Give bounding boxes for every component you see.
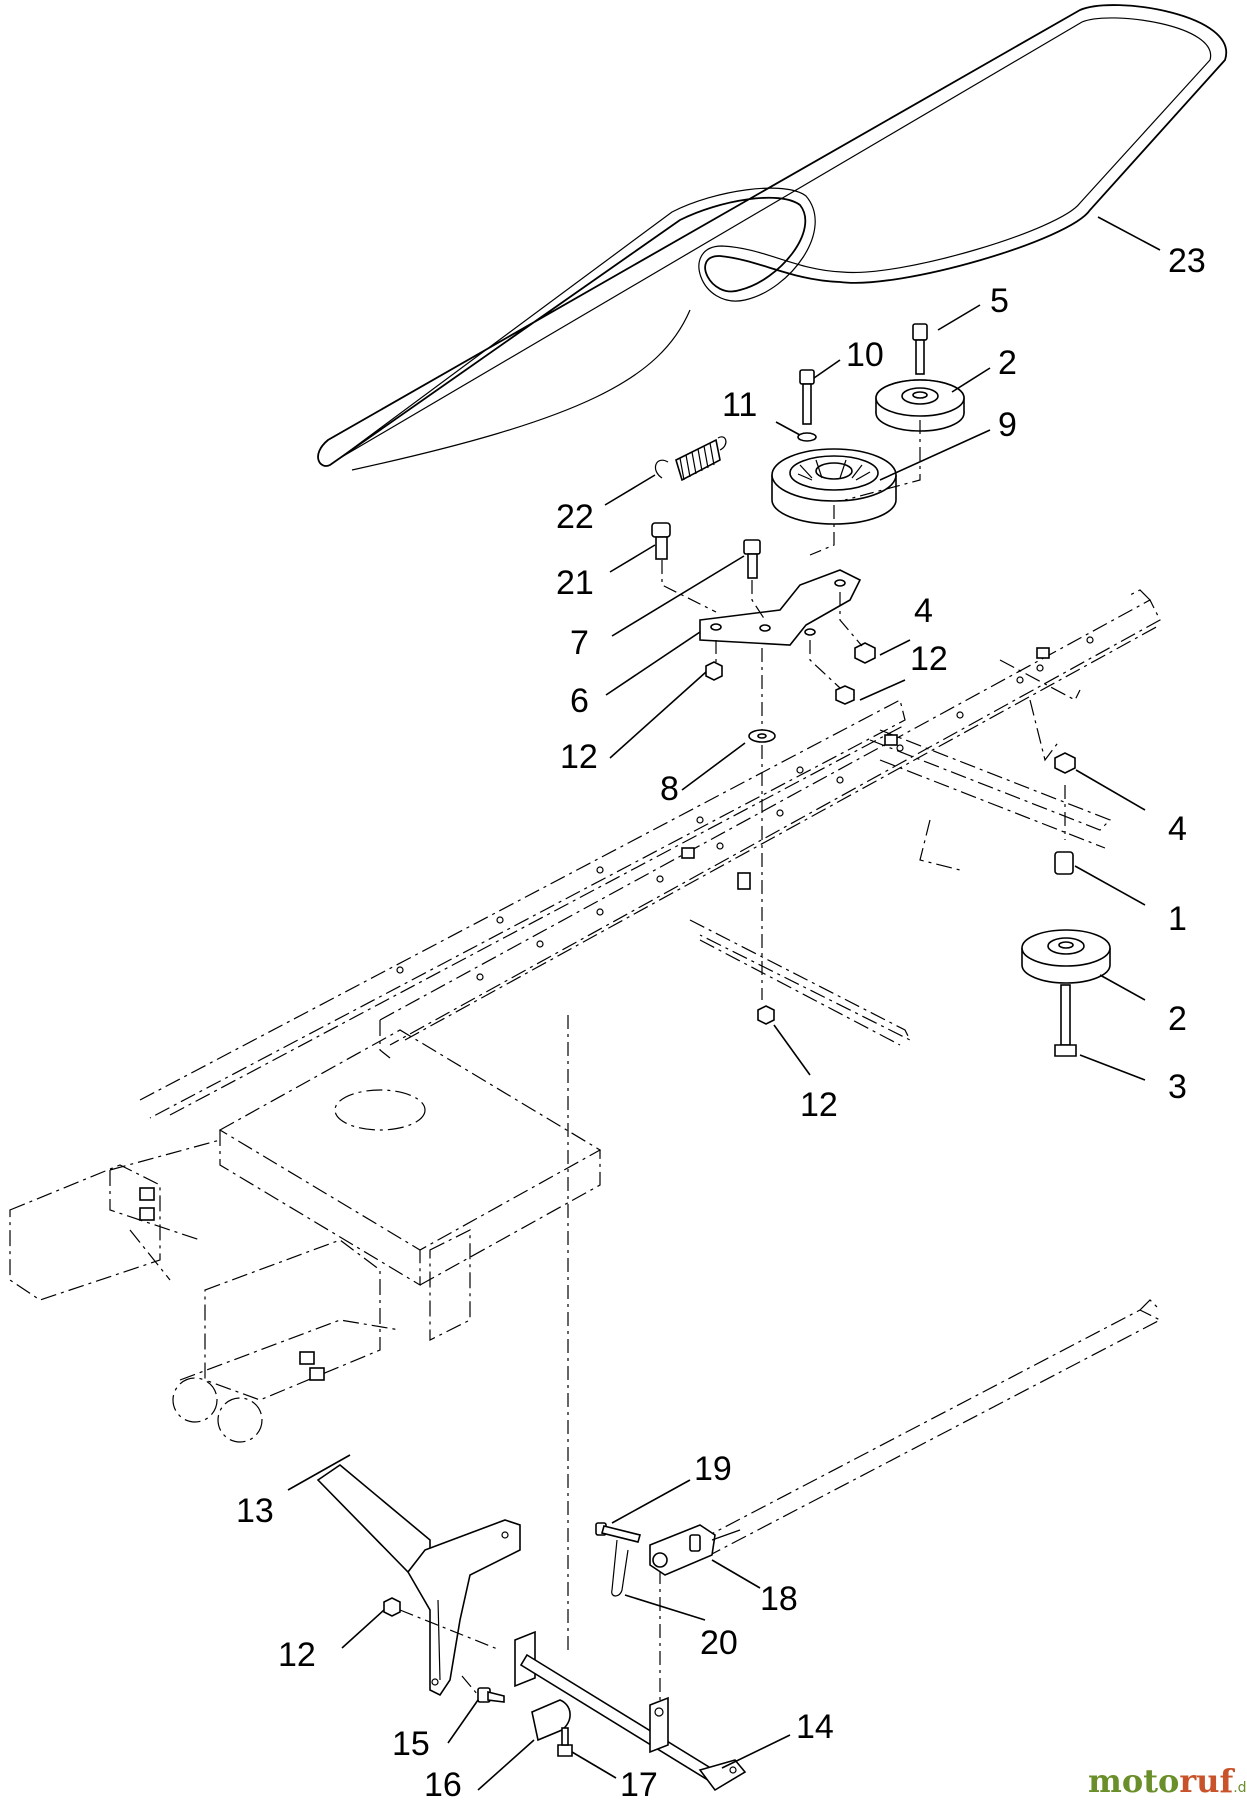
nut-12-bottom bbox=[383, 1597, 501, 1651]
callout-9: 9 bbox=[998, 406, 1017, 444]
callout-23: 23 bbox=[1168, 242, 1206, 280]
nut-12-lower bbox=[757, 1005, 775, 1025]
watermark-ruf: ruf bbox=[1179, 1762, 1235, 1800]
callout-12-left: 12 bbox=[560, 738, 598, 776]
bolt-3 bbox=[1054, 984, 1077, 1057]
pulley-2-lower bbox=[1021, 929, 1111, 984]
bolt-7 bbox=[743, 539, 761, 579]
clevis-pin-19 bbox=[595, 1522, 641, 1543]
spring-22 bbox=[654, 436, 727, 482]
cross-shaft-14 bbox=[514, 1630, 747, 1792]
callout-2-upper: 2 bbox=[998, 344, 1017, 382]
nut-12-right bbox=[835, 685, 855, 705]
pulley-9 bbox=[771, 448, 897, 525]
callout-12-lower: 12 bbox=[800, 1086, 838, 1124]
idler-bracket-6 bbox=[699, 569, 862, 646]
pulley-2-upper bbox=[875, 379, 965, 432]
bolt-17 bbox=[557, 1727, 573, 1757]
callout-7: 7 bbox=[570, 624, 589, 662]
callout-2-lower: 2 bbox=[1168, 1000, 1187, 1038]
callout-4-lower: 4 bbox=[1168, 810, 1187, 848]
nut-4-upper bbox=[854, 642, 876, 664]
callout-20: 20 bbox=[700, 1624, 738, 1662]
washer-8 bbox=[748, 729, 776, 743]
leader-lines bbox=[287, 216, 1161, 1791]
spacer-1 bbox=[1054, 851, 1074, 875]
callout-21: 21 bbox=[556, 564, 594, 602]
callout-3: 3 bbox=[1168, 1068, 1187, 1106]
callout-14: 14 bbox=[796, 1708, 834, 1746]
watermark-moto: moto bbox=[1088, 1762, 1179, 1800]
nut-4-lower bbox=[1054, 752, 1076, 774]
callout-6: 6 bbox=[570, 682, 589, 720]
callout-12-bottom: 12 bbox=[278, 1636, 316, 1674]
drive-belt bbox=[317, 4, 1228, 471]
svg-text:motoruf.de: motoruf.de bbox=[1088, 1762, 1247, 1800]
callout-18: 18 bbox=[760, 1580, 798, 1618]
callout-1: 1 bbox=[1168, 900, 1187, 938]
tractor-frame bbox=[9, 589, 1162, 1556]
callout-15: 15 bbox=[392, 1725, 430, 1763]
callout-4-upper: 4 bbox=[914, 592, 933, 630]
washer-11 bbox=[797, 432, 817, 442]
pedal-bracket-13 bbox=[316, 1463, 521, 1697]
callout-12-right: 12 bbox=[910, 640, 948, 678]
callout-22: 22 bbox=[556, 498, 594, 536]
shoulder-bolt-21 bbox=[651, 522, 671, 560]
callout-11: 11 bbox=[722, 386, 757, 424]
callout-16: 16 bbox=[424, 1766, 462, 1800]
assembly-lines-upper bbox=[661, 420, 1066, 1000]
watermark-de: .de bbox=[1233, 1780, 1247, 1796]
bolt-5 bbox=[912, 323, 928, 375]
callout-19: 19 bbox=[694, 1450, 732, 1488]
pin-15 bbox=[461, 1675, 505, 1703]
nut-12-left bbox=[705, 661, 723, 681]
callout-8: 8 bbox=[660, 770, 679, 808]
bolt-10 bbox=[799, 369, 815, 425]
callout-17: 17 bbox=[620, 1766, 658, 1800]
hairpin-clip-20 bbox=[611, 1539, 629, 1597]
motoruf-watermark: motoruf.de bbox=[1088, 1762, 1247, 1800]
callout-5: 5 bbox=[990, 282, 1009, 320]
callout-13: 13 bbox=[236, 1492, 274, 1530]
callout-10: 10 bbox=[846, 336, 884, 374]
clevis-18 bbox=[649, 1524, 741, 1576]
callout-labels: 23 5 10 2 11 9 22 21 7 4 6 12 12 8 4 1 2… bbox=[236, 242, 1206, 1800]
